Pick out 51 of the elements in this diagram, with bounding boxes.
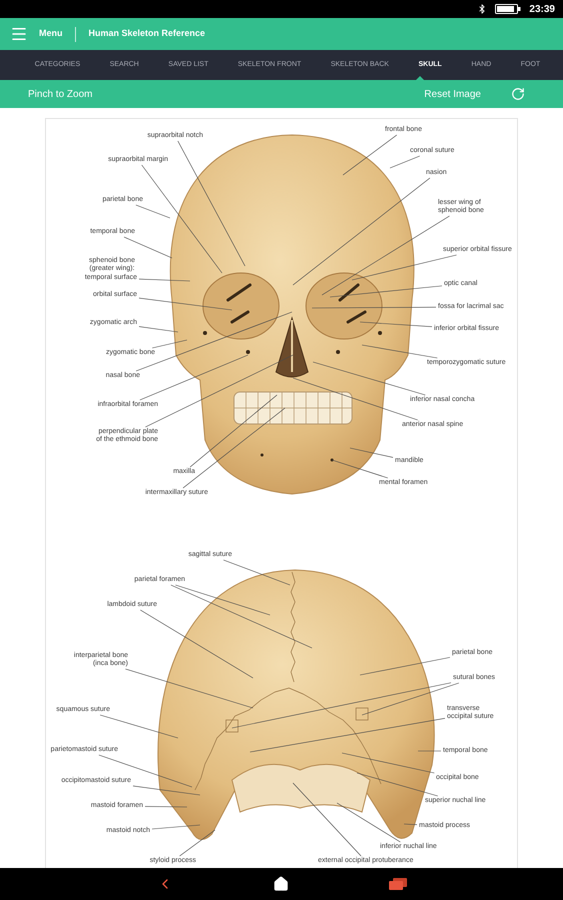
leader-line <box>362 344 438 358</box>
leader-line <box>152 824 200 830</box>
leader-line <box>138 298 232 310</box>
leader-line <box>352 254 457 280</box>
leader-line <box>190 394 278 468</box>
leader-line <box>141 164 222 274</box>
leader-line <box>322 216 450 296</box>
leader-line <box>330 286 442 298</box>
leader-line <box>312 362 426 396</box>
leader-line <box>140 354 248 400</box>
leader-line <box>342 134 398 176</box>
leader-line <box>404 824 418 825</box>
leader-line <box>342 752 435 774</box>
leader-line <box>360 657 450 676</box>
leader-line <box>170 584 312 648</box>
leader-line <box>362 682 460 716</box>
reset-image-button: Reset Image <box>424 86 481 102</box>
leader-line <box>138 326 178 332</box>
leader-line <box>182 408 286 488</box>
leader-line <box>136 312 292 372</box>
leader-line <box>138 278 190 282</box>
leader-line <box>100 714 178 738</box>
leader-line <box>124 236 172 258</box>
app-title: Human Skeleton Reference <box>88 27 206 40</box>
leader-line <box>136 204 170 218</box>
leader-line <box>360 322 432 328</box>
leader-line <box>179 830 216 856</box>
leader-line <box>418 750 442 752</box>
leader-line <box>175 584 270 616</box>
leader-line <box>132 786 200 796</box>
menu-label: Menu <box>39 27 62 40</box>
leader-line <box>178 140 246 266</box>
leader-line <box>312 306 436 308</box>
leader-line <box>145 354 294 428</box>
leader-line <box>332 460 388 478</box>
leader-line <box>232 682 452 728</box>
leader-line <box>125 668 254 708</box>
leader-line <box>356 772 438 796</box>
leader-line <box>292 378 418 420</box>
leader-line <box>140 610 254 678</box>
leader-line <box>292 782 362 856</box>
leader-line <box>144 806 188 808</box>
clock-text: 23:39 <box>529 2 555 16</box>
pinch-hint: Pinch to Zoom <box>28 88 92 102</box>
leader-line <box>152 340 188 348</box>
leader-line <box>223 560 290 586</box>
leader-line <box>98 754 192 788</box>
leader-line <box>336 802 401 842</box>
leader-line <box>390 156 420 168</box>
leader-line <box>350 448 394 458</box>
leader-line <box>292 178 430 286</box>
